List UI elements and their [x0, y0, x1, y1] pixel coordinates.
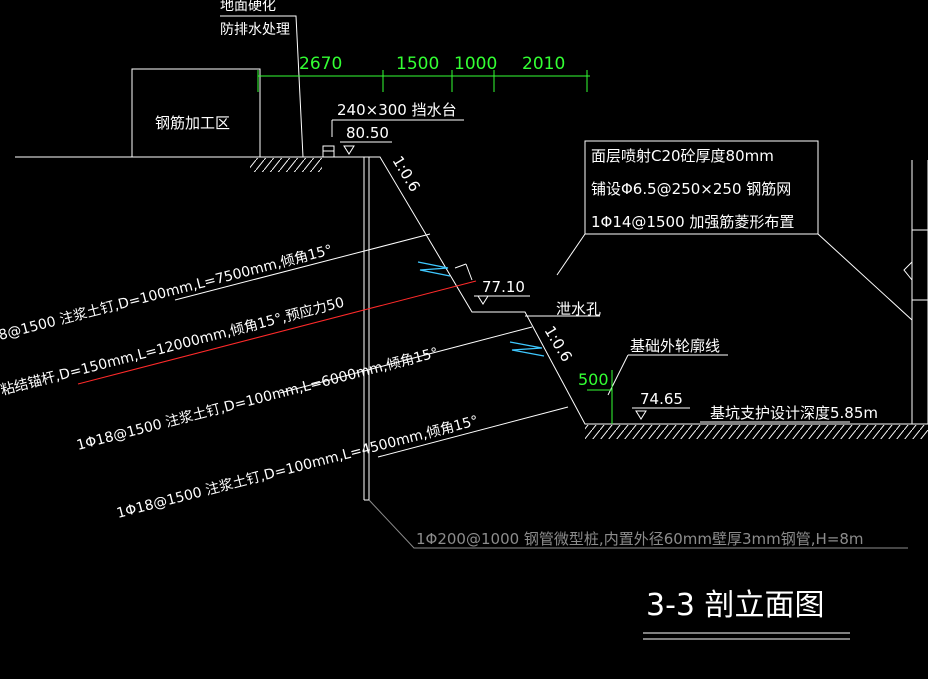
drain-pipe-lower [509, 341, 545, 357]
prestressed-anchor [77, 280, 477, 385]
retaining-wall-label: 240×300 挡水台 [337, 101, 457, 119]
soil-nail-1-label: 8@1500 注浆土钉,D=100mm,L=7500mm,倾角15° [0, 242, 334, 344]
dimension-chain [257, 70, 590, 92]
soil-nail-4 [377, 406, 569, 458]
soil-nail-3 [279, 326, 533, 394]
foundation-leader [607, 354, 629, 396]
elevation-marker-top [343, 145, 355, 155]
drain-hole-label: 泄水孔 [556, 300, 601, 318]
elevation-marker-bottom [635, 410, 647, 420]
foundation-outline-label: 基础外轮廓线 [630, 337, 720, 355]
micro-pile-label: 1Φ200@1000 钢管微型桩,内置外径60mm壁厚3mm钢管,H=8m [416, 530, 864, 548]
elevation-mid: 77.10 [482, 278, 525, 296]
shotcrete-line1: 面层喷射C20砼厚度80mm [591, 147, 774, 165]
excavation-profile [369, 156, 928, 425]
shotcrete-note-box [584, 140, 819, 235]
dim-1500: 1500 [396, 54, 439, 74]
rebar-area-label: 钢筋加工区 [155, 114, 230, 132]
berm-width: 500 [578, 370, 609, 389]
pit-depth-label: 基坑支护设计深度5.85m [710, 404, 878, 422]
slope-lower: 1:0.6 [541, 323, 576, 365]
top-note-line1: 地面硬化 [220, 0, 276, 14]
shotcrete-line2: 铺设Φ6.5@250×250 钢筋网 [591, 180, 791, 198]
top-note-line2: 防排水处理 [220, 22, 290, 38]
soil-nail-1 [174, 233, 431, 301]
elevation-marker-mid [477, 295, 489, 305]
dim-1000: 1000 [454, 54, 497, 74]
top-note-leader [220, 15, 304, 158]
drawing-title: 3-3 剖立面图 [646, 588, 825, 623]
micro-pile-leader [368, 499, 908, 549]
adjacent-structure [903, 160, 928, 424]
ground-hatch-left [250, 158, 322, 172]
dim-2010: 2010 [522, 54, 565, 74]
rebar-processing-area [131, 68, 261, 158]
slope-upper: 1:0.6 [389, 153, 424, 195]
dim-2670: 2670 [299, 54, 342, 74]
drain-pipe-upper [417, 261, 451, 277]
shotcrete-line3: 1Φ14@1500 加强筋菱形布置 [591, 213, 794, 231]
elevation-top: 80.50 [346, 124, 389, 142]
ground-hatch-bottom [585, 425, 928, 439]
elevation-bottom: 74.65 [640, 390, 683, 408]
